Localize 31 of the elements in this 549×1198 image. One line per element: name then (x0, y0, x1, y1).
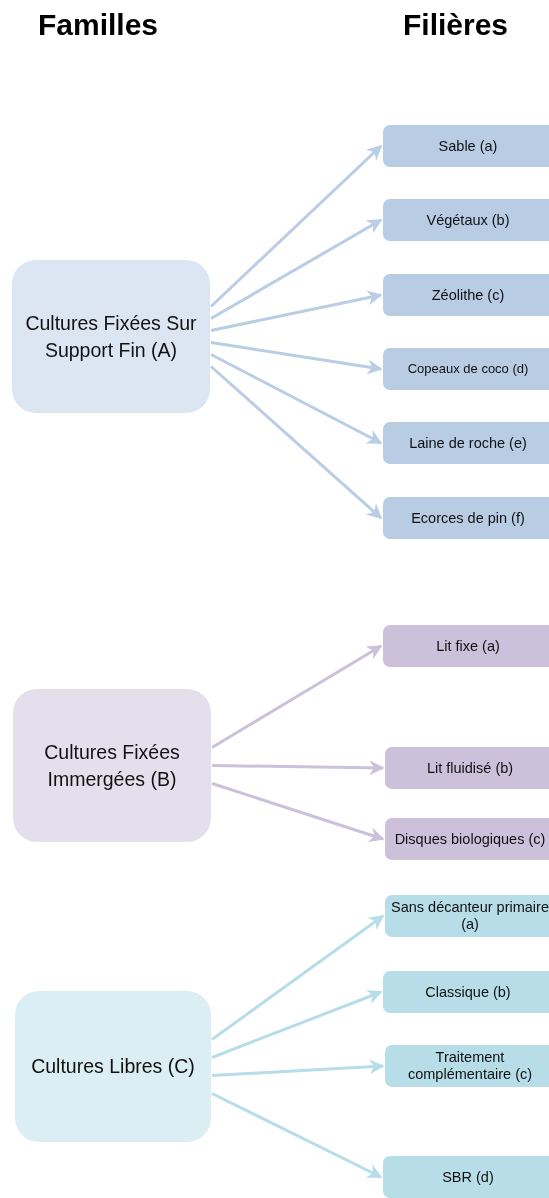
arrow (211, 989, 383, 1059)
arrow (211, 760, 385, 776)
arrow (210, 341, 383, 375)
process-box: Copeaux de coco (d) (383, 348, 549, 390)
process-box: Lit fluidisé (b) (385, 747, 549, 789)
process-box: Sable (a) (383, 125, 549, 167)
family-box: Cultures Fixées Immergées (B) (13, 689, 211, 842)
column-heading: Familles (38, 8, 159, 42)
family-box: Cultures Fixées Sur Support Fin (A) (12, 260, 210, 413)
process-box: Lit fixe (a) (383, 625, 549, 667)
process-box: SBR (d) (383, 1156, 549, 1198)
arrow (210, 290, 383, 332)
column-heading: Filières (403, 8, 509, 42)
arrow (211, 914, 385, 1041)
process-box: Classique (b) (383, 971, 549, 1013)
process-box: Végétaux (b) (383, 199, 549, 241)
arrow (209, 144, 383, 308)
arrow (211, 1092, 383, 1179)
family-box: Cultures Libres (C) (15, 991, 211, 1142)
process-box: Ecorces de pin (f) (383, 497, 549, 539)
arrow (211, 782, 385, 842)
arrow (210, 218, 383, 320)
process-box: Sans décanteur primaire (a) (385, 895, 549, 937)
arrow (211, 1059, 385, 1077)
arrow (210, 365, 383, 520)
process-box: Laine de roche (e) (383, 422, 549, 464)
process-box: Zéolithe (c) (383, 274, 549, 316)
arrow (210, 353, 383, 445)
process-box: Traitement complémentaire (c) (385, 1045, 549, 1087)
process-box: Disques biologiques (c) (385, 818, 549, 860)
arrow (211, 644, 383, 749)
